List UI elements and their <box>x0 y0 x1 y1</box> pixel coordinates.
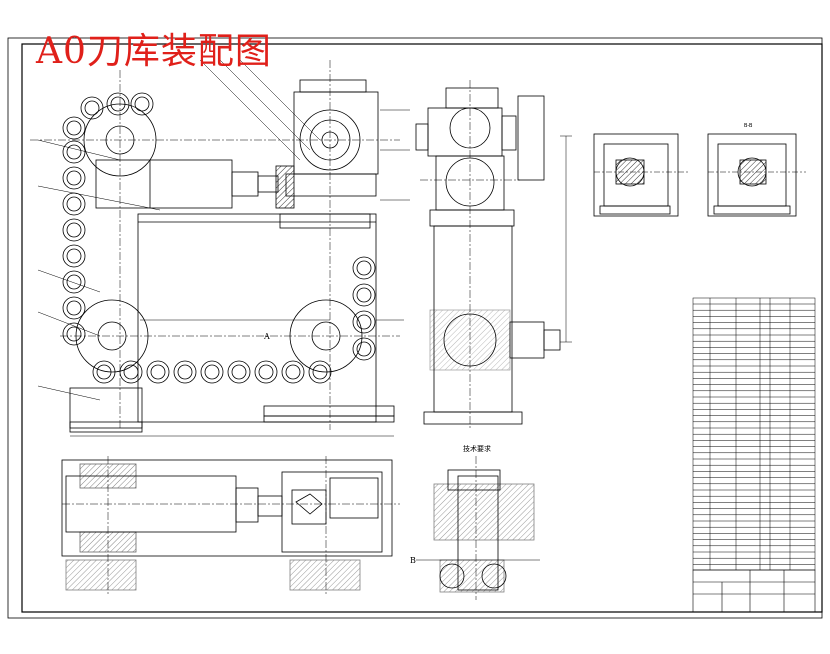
section-a-marker: A <box>264 332 270 341</box>
front-view <box>30 60 400 433</box>
tool-pocket <box>308 360 332 384</box>
detail-view-1 <box>593 133 690 217</box>
right-foot <box>263 405 395 417</box>
tool-pocket <box>62 166 86 190</box>
inner-frame <box>21 43 823 613</box>
detail-view-2 <box>707 133 806 217</box>
plan-view <box>61 456 400 596</box>
tool-pocket <box>200 360 224 384</box>
tool-pocket <box>352 337 376 361</box>
tool-pocket <box>352 310 376 334</box>
tool-pocket <box>173 360 197 384</box>
motor-body <box>95 159 233 209</box>
title-block <box>692 569 816 613</box>
tool-pocket <box>62 140 86 164</box>
reducer-housing <box>293 91 379 175</box>
tool-pocket <box>227 360 251 384</box>
tool-pocket-chain <box>62 92 376 384</box>
tech-requirements-title: 技术要求 <box>463 445 491 453</box>
tool-pocket <box>352 256 376 280</box>
tool-pocket <box>254 360 278 384</box>
section-view <box>416 456 540 600</box>
tool-pocket <box>352 283 376 307</box>
outer-border <box>7 37 823 619</box>
tool-pocket <box>62 322 86 346</box>
left-foot <box>69 387 143 429</box>
tool-pocket <box>281 360 305 384</box>
view-bb-label: B-B <box>744 123 753 129</box>
section-b-marker: B <box>410 556 416 565</box>
tool-pocket <box>106 92 130 116</box>
tool-pocket <box>80 96 104 120</box>
tool-pocket <box>62 244 86 268</box>
drawing-title: A0刀库装配图 <box>36 31 272 72</box>
tool-pocket <box>92 360 116 384</box>
leader-lines <box>37 59 410 437</box>
tool-pocket <box>62 192 86 216</box>
tool-pocket <box>119 360 143 384</box>
bill-of-materials <box>692 297 816 571</box>
tool-pocket <box>62 296 86 320</box>
tool-pocket <box>62 218 86 242</box>
tool-pocket <box>130 92 154 116</box>
tool-pocket <box>62 116 86 140</box>
side-view <box>415 80 572 430</box>
support-column <box>137 213 377 423</box>
tool-pocket <box>62 270 86 294</box>
tool-pocket <box>146 360 170 384</box>
